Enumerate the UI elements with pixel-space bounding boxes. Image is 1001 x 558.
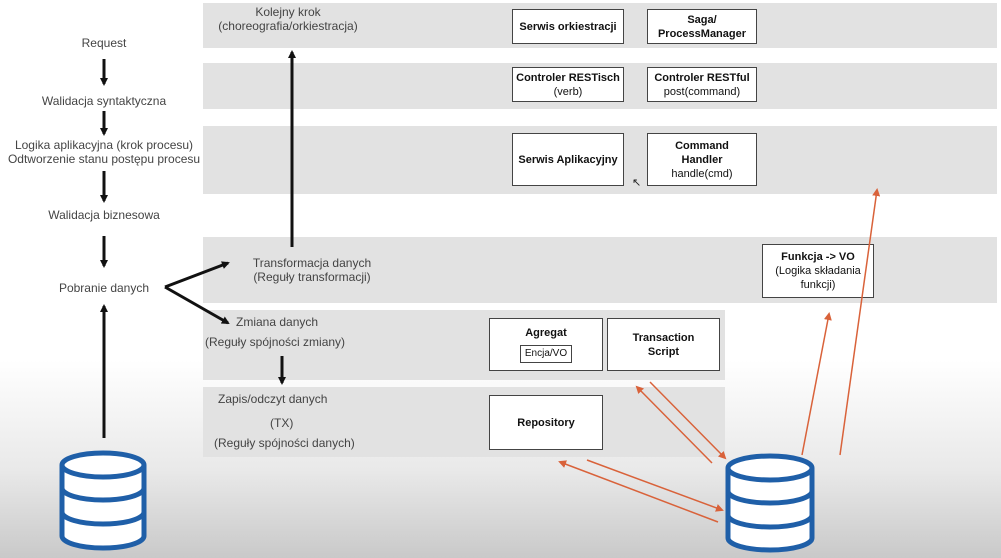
orchestration-service-box: Serwis orkiestracji xyxy=(512,9,624,44)
ts-label-line2: Script xyxy=(647,345,680,358)
saga-label-line1: Saga/ xyxy=(687,13,717,26)
command-handler-box: Command Handler handle(cmd) xyxy=(647,133,757,186)
restful-label-line2: post(command) xyxy=(663,85,741,98)
saga-label-line2: ProcessManager xyxy=(657,27,747,40)
cmd-label-line2: Handler xyxy=(681,153,723,166)
cmd-label-line1: Command xyxy=(675,139,729,152)
app-service-box: Serwis Aplikacyjny xyxy=(512,133,624,186)
cmd-label-line3: handle(cmd) xyxy=(671,167,733,180)
flow-business-validation: Walidacja biznesowa xyxy=(48,208,160,222)
next-step-title: Kolejny krok xyxy=(255,5,321,19)
change-title: Zmiana danych xyxy=(236,315,319,329)
restish-label-line2: (verb) xyxy=(553,85,583,98)
restful-controller-box: Controler RESTful post(command) xyxy=(647,67,757,102)
rw-subtitle: (Reguły spójności danych) xyxy=(214,436,355,450)
database-icon-right xyxy=(725,453,815,553)
repository-label: Repository xyxy=(517,416,575,429)
orange-arrow-repo-to-db xyxy=(586,459,724,512)
next-step-label: Kolejny krok (choreografia/orkiestracja) xyxy=(208,5,368,33)
mouse-cursor-icon: ↖ xyxy=(632,177,642,189)
flow-request: Request xyxy=(81,36,127,50)
restish-controller-box: Controler RESTisch (verb) xyxy=(512,67,624,102)
orange-arrow-db-to-func xyxy=(801,312,832,456)
ts-label-line1: Transaction xyxy=(632,331,695,344)
next-step-subtitle: (choreografia/orkiestracja) xyxy=(218,19,358,33)
transaction-script-box: Transaction Script xyxy=(607,318,720,371)
flow-app-logic-line2: Odtworzenie stanu postępu procesu xyxy=(7,152,201,166)
flow-syntax-validation: Walidacja syntaktyczna xyxy=(41,94,167,108)
transform-label: Transformacja danych (Reguły transformac… xyxy=(238,256,386,284)
entity-vo-box: Encja/VO xyxy=(519,345,573,363)
database-icon-left xyxy=(59,450,147,551)
func-label-line3: funkcji) xyxy=(800,279,836,291)
func-label-line1: Funkcja -> VO xyxy=(781,251,855,263)
func-label-line2: (Logika składania xyxy=(775,265,861,277)
change-subtitle: (Reguły spójności zmiany) xyxy=(205,335,346,349)
restish-label-line1: Controler RESTisch xyxy=(516,71,620,84)
flow-data-fetch: Pobranie danych xyxy=(58,281,150,295)
aggregate-label: Agregat xyxy=(525,327,567,339)
flow-app-logic-line1: Logika aplikacyjna (krok procesu) xyxy=(14,138,194,152)
rw-tx: (TX) xyxy=(270,416,294,430)
restful-label-line1: Controler RESTful xyxy=(654,71,750,84)
transform-subtitle: (Reguły transformacji) xyxy=(253,270,371,284)
function-vo-box: Funkcja -> VO (Logika składania funkcji) xyxy=(762,244,874,298)
transform-title: Transformacja danych xyxy=(252,256,372,270)
rw-title: Zapis/odczyt danych xyxy=(218,392,328,406)
orange-arrow-db-to-cmd xyxy=(839,188,881,456)
repository-box: Repository xyxy=(489,395,603,450)
app-service-label: Serwis Aplikacyjny xyxy=(518,153,618,166)
flow-app-logic: Logika aplikacyjna (krok procesu) Odtwor… xyxy=(0,138,208,166)
orchestration-service-label: Serwis orkiestracji xyxy=(519,20,617,33)
saga-process-manager-box: Saga/ ProcessManager xyxy=(647,9,757,44)
orange-arrow-db-to-repo xyxy=(558,460,719,523)
aggregate-box: Agregat Encja/VO xyxy=(489,318,603,371)
